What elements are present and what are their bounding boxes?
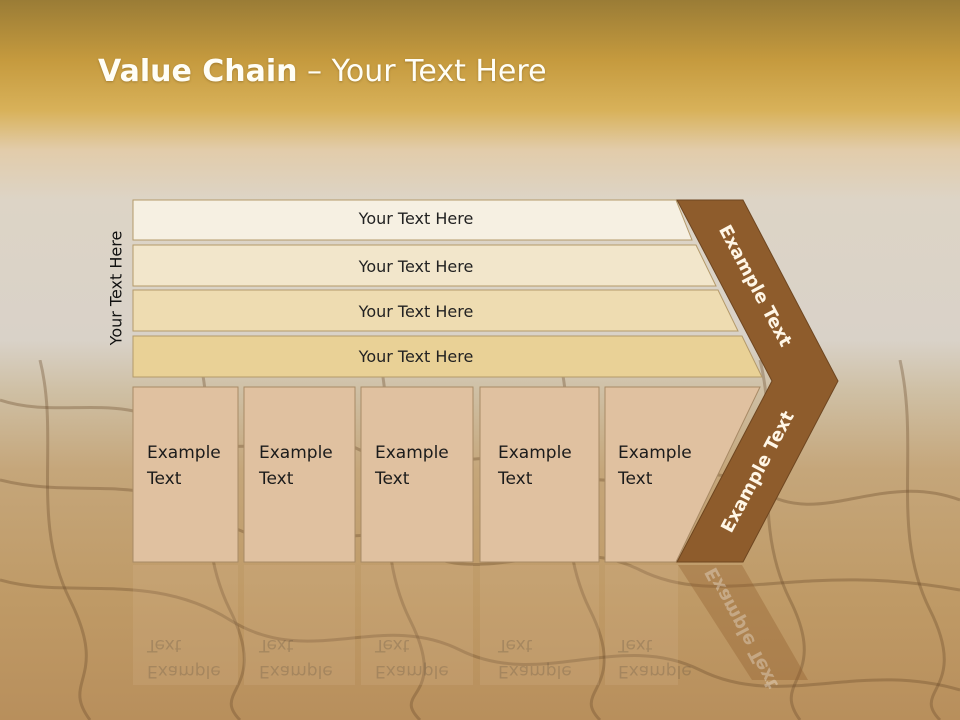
box-4-line2: Text [498,469,533,489]
box-2-line1: Example [259,443,333,463]
bar-4-label: Your Text Here [358,347,474,366]
slide-title: Value Chain – Your Text Here [98,54,547,89]
box-4-reflection-line2: Text [498,635,533,655]
box-5-shape [604,386,761,563]
box-1-shape [132,386,239,563]
box-3-reflection: Example Text [375,632,449,684]
bar-1-label: Your Text Here [358,209,474,228]
box-3-reflection-line1: Example [375,661,449,681]
bar-2-shape [132,244,717,287]
box-1-reflection: Example Text [147,632,221,684]
box-3-line2: Text [375,469,410,489]
box-2-line2: Text [259,469,294,489]
box-2-reflection-line2: Text [259,635,294,655]
box-5-line2: Text [618,469,653,489]
bar-2-label: Your Text Here [358,257,474,276]
chevron-reflection [678,565,808,680]
box-5-reflection-line1: Example [618,661,692,681]
box-2-reflection: Example Text [259,632,333,684]
title-bold: Value Chain [98,54,298,89]
box-3-shape [360,386,474,563]
box-5-line1: Example [618,443,692,463]
box-3-reflection-line2: Text [375,635,410,655]
box-5-reflection: Example Text [618,632,692,684]
box-1-reflection-line1: Example [147,661,221,681]
bar-3-label: Your Text Here [358,302,474,321]
bar-4-shape [132,335,763,378]
title-rest: – Your Text Here [297,54,547,89]
box-1-reflection-line2: Text [147,635,182,655]
box-2-shape [243,386,356,563]
box-5-reflection-line2: Text [618,635,653,655]
box-1-line2: Text [147,469,182,489]
box-4-reflection-line1: Example [498,661,572,681]
bar-1-shape [132,199,693,241]
box-4-shape [479,386,600,563]
bar-3-shape [132,289,739,332]
box-1-line1: Example [147,443,221,463]
chevron-shape [676,199,839,563]
box-4-line1: Example [498,443,572,463]
box-4-reflection: Example Text [498,632,572,684]
box-3-line1: Example [375,443,449,463]
box-2-reflection-line1: Example [259,661,333,681]
